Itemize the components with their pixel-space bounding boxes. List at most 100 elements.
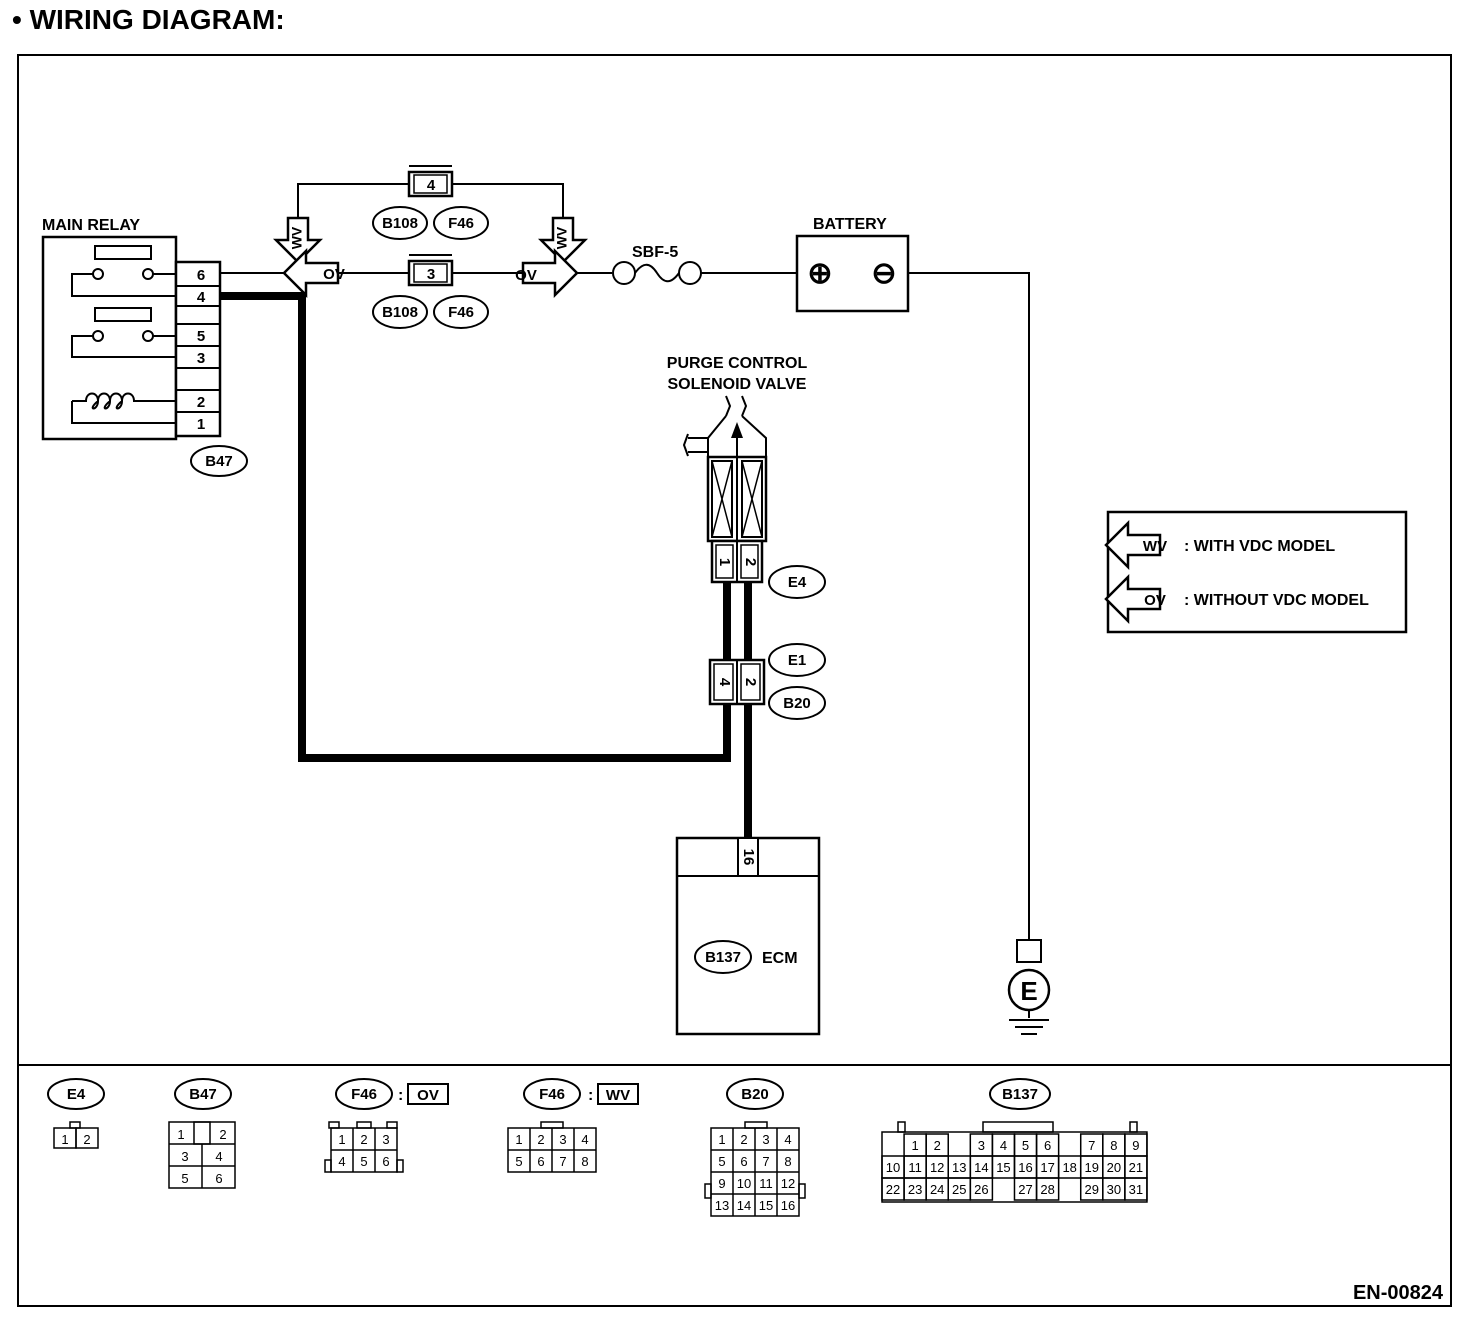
relay-pin: 5 — [197, 328, 205, 345]
b137-pin: 15 — [996, 1160, 1010, 1175]
connector-code-b47: B47 — [205, 453, 233, 470]
svg-text:6: 6 — [740, 1154, 747, 1169]
svg-text:WV: WV — [1143, 538, 1167, 555]
b137-pin: 28 — [1040, 1182, 1054, 1197]
b137-pin: 31 — [1129, 1182, 1143, 1197]
svg-text:F46: F46 — [351, 1086, 377, 1103]
connector-code-e4: E4 — [788, 574, 807, 591]
wv-marker: WV — [274, 216, 322, 264]
svg-text:OV: OV — [323, 266, 345, 283]
svg-text:1: 1 — [718, 1132, 725, 1147]
svg-text:6: 6 — [382, 1154, 389, 1169]
valve-pin: 2 — [742, 558, 759, 566]
b137-pin: 17 — [1040, 1160, 1054, 1175]
b137-pin: 11 — [908, 1160, 922, 1175]
ov-marker-label: OV — [515, 267, 537, 284]
main-relay: MAIN RELAY 6 4 5 3 2 1 B47 — [41, 217, 248, 477]
svg-text:5: 5 — [181, 1171, 188, 1186]
ground-e: E — [1007, 939, 1051, 1035]
connector-code-b137: B137 — [705, 949, 741, 966]
b137-pin: 6 — [1044, 1138, 1051, 1153]
b137-pin: 14 — [974, 1160, 988, 1175]
b137-pin: 10 — [886, 1160, 900, 1175]
b137-pin: 20 — [1107, 1160, 1121, 1175]
svg-text:5: 5 — [360, 1154, 367, 1169]
b137-pin: 1 — [912, 1138, 919, 1153]
battery-plus-icon: ⊕ — [807, 257, 832, 290]
wv-marker: WV — [539, 216, 587, 264]
diagram-frame — [17, 54, 1452, 1307]
b137-pin-cell — [969, 1177, 994, 1201]
b137-pin: 18 — [1062, 1160, 1076, 1175]
svg-text:7: 7 — [559, 1154, 566, 1169]
relay-pin: 1 — [197, 416, 205, 433]
battery: BATTERY ⊕ ⊖ — [795, 216, 910, 313]
figure-code: EN-00824 — [1353, 1282, 1444, 1304]
b137-pin: 9 — [1132, 1138, 1139, 1153]
svg-text:10: 10 — [737, 1176, 751, 1191]
svg-text::: : — [588, 1087, 593, 1104]
b137-pin: 25 — [952, 1182, 966, 1197]
b137-pin: 13 — [952, 1160, 966, 1175]
b137-pin: 22 — [886, 1182, 900, 1197]
relay-coil-icon — [71, 392, 176, 424]
ecm-pin: 16 — [740, 849, 757, 866]
svg-text:5: 5 — [515, 1154, 522, 1169]
b137-pin-cell — [1124, 1177, 1148, 1201]
svg-text:5: 5 — [718, 1154, 725, 1169]
svg-text:OV: OV — [1144, 592, 1166, 609]
b137-pin: 24 — [930, 1182, 944, 1197]
b137-pin: 7 — [1088, 1138, 1095, 1153]
svg-text:14: 14 — [737, 1198, 751, 1213]
svg-text:3: 3 — [382, 1132, 389, 1147]
svg-text:9: 9 — [718, 1176, 725, 1191]
svg-text:1: 1 — [177, 1127, 184, 1142]
svg-text:3: 3 — [427, 266, 435, 283]
connector-code-f46: F46 — [448, 304, 474, 321]
svg-text:PURGE CONTROL: PURGE CONTROL — [667, 355, 808, 372]
svg-text:WV: WV — [289, 226, 305, 249]
junction-pin: 2 — [742, 678, 759, 686]
svg-text:4: 4 — [581, 1132, 588, 1147]
svg-text:6: 6 — [537, 1154, 544, 1169]
legend-wv-marker: WV — [1104, 521, 1167, 569]
svg-text:4: 4 — [215, 1149, 222, 1164]
connector-view-f46-wv: F46 : WV 1 2 3 4 5 6 7 8 — [507, 1078, 639, 1173]
relay-pin: 4 — [197, 289, 206, 306]
b137-pin: 19 — [1085, 1160, 1099, 1175]
svg-text:16: 16 — [781, 1198, 795, 1213]
connector-code-b20: B20 — [783, 695, 811, 712]
svg-text:BATTERY: BATTERY — [813, 216, 887, 233]
joint-connector-upper: 4 — [407, 165, 454, 198]
svg-text:13: 13 — [715, 1198, 729, 1213]
legend-without-vdc: : WITHOUT VDC MODEL — [1184, 592, 1369, 609]
page-heading: • WIRING DIAGRAM: — [12, 4, 285, 35]
svg-text:2: 2 — [360, 1132, 367, 1147]
svg-text:E4: E4 — [67, 1086, 86, 1103]
svg-text:8: 8 — [581, 1154, 588, 1169]
connector-code-e1: E1 — [788, 652, 806, 669]
b137-pin: 4 — [1000, 1138, 1007, 1153]
svg-text:2: 2 — [219, 1127, 226, 1142]
ecm: 16 B137 ECM — [675, 836, 821, 1036]
b137-pin-cell — [1035, 1177, 1060, 1201]
svg-text:4: 4 — [784, 1132, 791, 1147]
svg-text:15: 15 — [759, 1198, 773, 1213]
legend: WV : WITH VDC MODEL OV : WITHOUT VDC MOD… — [1104, 510, 1408, 634]
svg-text:7: 7 — [762, 1154, 769, 1169]
relay-pin: 3 — [197, 350, 205, 367]
svg-text:3: 3 — [762, 1132, 769, 1147]
purge-control-solenoid-valve: PURGE CONTROL SOLENOID VALVE 1 2 E4 — [667, 355, 826, 599]
svg-text:OV: OV — [417, 1087, 439, 1104]
b137-pin: 8 — [1110, 1138, 1117, 1153]
b137-pin: 5 — [1022, 1138, 1029, 1153]
connector-code-f46: F46 — [448, 215, 474, 232]
b137-pin: 30 — [1107, 1182, 1121, 1197]
svg-text:2: 2 — [83, 1132, 90, 1147]
svg-text:2: 2 — [740, 1132, 747, 1147]
main-relay-label: MAIN RELAY — [42, 217, 140, 234]
svg-text::: : — [398, 1087, 403, 1104]
connector-view-b47: B47 1 2 3 4 5 6 — [168, 1078, 236, 1189]
